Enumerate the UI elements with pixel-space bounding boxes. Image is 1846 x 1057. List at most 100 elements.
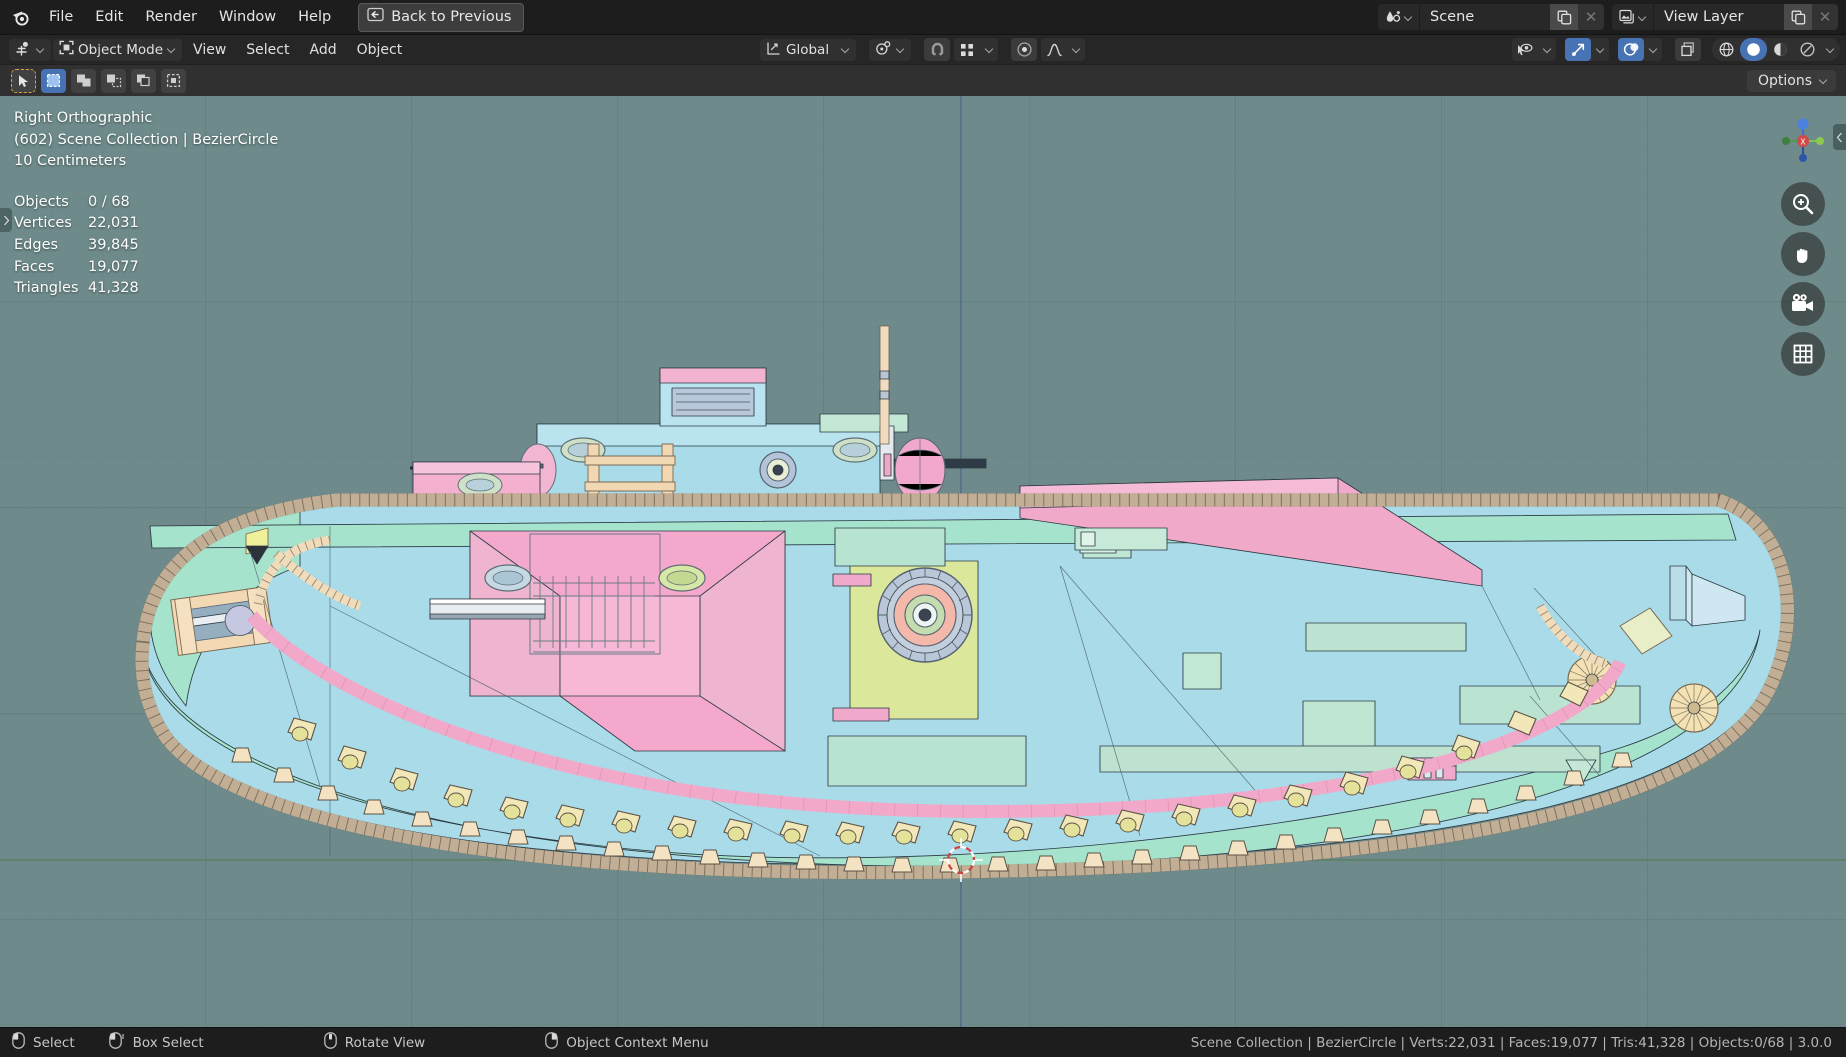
porthole — [832, 437, 878, 463]
orientation-icon — [766, 40, 782, 60]
magnet-icon[interactable] — [924, 38, 950, 61]
scene-icon[interactable] — [1378, 4, 1420, 30]
status-select: Select — [12, 1032, 75, 1053]
navigation-axis-gizmo[interactable]: X — [1772, 110, 1834, 172]
tool-header: Options — [0, 64, 1846, 96]
view-layer-icon[interactable] — [1612, 4, 1654, 30]
viewport-menu-select[interactable]: Select — [246, 41, 290, 58]
select-box-difference-button[interactable] — [161, 68, 186, 93]
mouse-left-drag-icon — [108, 1032, 125, 1053]
chevron-down-icon[interactable] — [1821, 38, 1839, 61]
viewport-menu-add[interactable]: Add — [309, 41, 337, 58]
porthole — [484, 564, 532, 592]
chevron-down-icon[interactable] — [1067, 38, 1085, 61]
shading-rendered-button[interactable] — [1794, 38, 1821, 61]
mouse-middle-icon — [323, 1032, 337, 1053]
scene-name[interactable]: Scene — [1420, 4, 1550, 30]
proportional-falloff-selector[interactable] — [1041, 38, 1085, 61]
mode-selector[interactable]: Object Mode — [53, 38, 183, 61]
shading-wireframe-button[interactable] — [1713, 38, 1740, 61]
chevron-down-icon — [1638, 13, 1647, 22]
chevron-down-icon — [896, 45, 905, 54]
move-view-icon[interactable] — [1781, 232, 1825, 276]
gizmo-icon[interactable] — [1565, 38, 1591, 61]
status-bar: Select Box Select Rotate View — [0, 1027, 1846, 1057]
duplicate-icon[interactable] — [1784, 4, 1812, 30]
back-to-previous-button[interactable]: Back to Previous — [358, 2, 525, 32]
chevron-down-icon[interactable] — [1591, 38, 1609, 61]
transform-pivot-selector[interactable] — [869, 38, 911, 61]
options-button[interactable]: Options — [1746, 69, 1836, 92]
chevron-down-icon — [167, 45, 176, 54]
chevron-down-icon[interactable] — [1538, 38, 1556, 61]
mouse-right-icon — [545, 1032, 559, 1053]
editor-type-icon — [15, 40, 32, 60]
select-box-extend-button[interactable] — [101, 68, 126, 93]
scene-selector[interactable]: Scene ✕ — [1378, 4, 1604, 30]
3d-viewport[interactable]: Right Orthographic (602) Scene Collectio… — [0, 96, 1846, 1027]
falloff-curve-icon[interactable] — [1041, 38, 1067, 61]
porthole — [658, 564, 706, 592]
snap-to-icon[interactable] — [954, 38, 980, 61]
chevron-down-icon[interactable] — [1644, 38, 1662, 61]
menu-window[interactable]: Window — [218, 9, 277, 25]
3d-cursor-icon — [939, 838, 983, 882]
proportional-edit-icon[interactable] — [1011, 38, 1037, 61]
zoom-icon[interactable] — [1781, 182, 1825, 226]
blender-logo-icon[interactable] — [8, 4, 34, 30]
select-box-tool-button[interactable] — [41, 68, 66, 93]
view-layer-selector[interactable]: View Layer ✕ — [1612, 4, 1838, 30]
chevron-down-icon[interactable] — [980, 38, 998, 61]
camera-view-icon[interactable] — [1781, 282, 1825, 326]
drive-wheel — [877, 567, 973, 663]
track-assembly — [135, 493, 1795, 880]
status-scene-info: Scene Collection | BezierCircle | Verts:… — [1190, 1034, 1832, 1051]
object-mode-icon — [59, 40, 74, 59]
navigation-controls: X — [1772, 110, 1834, 376]
menu-file[interactable]: File — [49, 9, 74, 25]
tweak-tool-button[interactable] — [11, 68, 36, 93]
back-to-previous-icon — [367, 7, 384, 28]
n-panel-toggle-icon[interactable] — [1833, 124, 1846, 150]
spoked-wheel — [1669, 683, 1719, 733]
close-icon[interactable]: ✕ — [1812, 4, 1838, 30]
menu-render[interactable]: Render — [145, 9, 197, 25]
shading-mode-group — [1712, 38, 1840, 61]
viewport-menu-object[interactable]: Object — [356, 41, 403, 58]
chevron-down-icon — [36, 45, 45, 54]
mode-label: Object Mode — [78, 41, 164, 58]
select-box-new-button[interactable] — [71, 68, 96, 93]
orientation-label: Global — [786, 41, 830, 58]
viewport-menu-view[interactable]: View — [193, 41, 227, 58]
object-visibility-selector[interactable] — [1512, 38, 1556, 61]
shading-solid-button[interactable] — [1740, 38, 1767, 61]
model-bezier-circle[interactable] — [0, 96, 1846, 1027]
svg-text:X: X — [1800, 138, 1805, 147]
gizmo-selector[interactable] — [1565, 38, 1609, 61]
viewport-header: Object Mode View Select Add Object Globa… — [0, 34, 1846, 64]
transform-orientation-selector[interactable]: Global — [760, 38, 856, 61]
toggle-ortho-icon[interactable] — [1781, 332, 1825, 376]
snap-to-selector[interactable] — [954, 38, 998, 61]
sidebar-toggle-icon[interactable] — [0, 208, 12, 232]
menu-help[interactable]: Help — [298, 9, 332, 25]
object-visibility-icon[interactable] — [1512, 38, 1538, 61]
close-icon[interactable]: ✕ — [1578, 4, 1604, 30]
transform-snap-group: Global — [760, 38, 1085, 61]
select-box-subtract-button[interactable] — [131, 68, 156, 93]
overlays-icon[interactable] — [1618, 38, 1644, 61]
toggle-xray-icon[interactable] — [1675, 38, 1701, 61]
overlays-selector[interactable] — [1618, 38, 1662, 61]
menu-edit[interactable]: Edit — [95, 9, 124, 25]
turret-disc — [759, 451, 797, 489]
duplicate-icon[interactable] — [1550, 4, 1578, 30]
chevron-down-icon — [1819, 76, 1828, 85]
mouse-left-icon — [12, 1032, 25, 1053]
editor-type-selector[interactable] — [9, 38, 51, 61]
back-to-previous-label: Back to Previous — [391, 8, 512, 25]
view-layer-name[interactable]: View Layer — [1654, 4, 1784, 30]
shading-material-preview-button[interactable] — [1767, 38, 1794, 61]
viewport-header-right-group — [1512, 38, 1840, 61]
chevron-down-icon — [1404, 13, 1413, 22]
